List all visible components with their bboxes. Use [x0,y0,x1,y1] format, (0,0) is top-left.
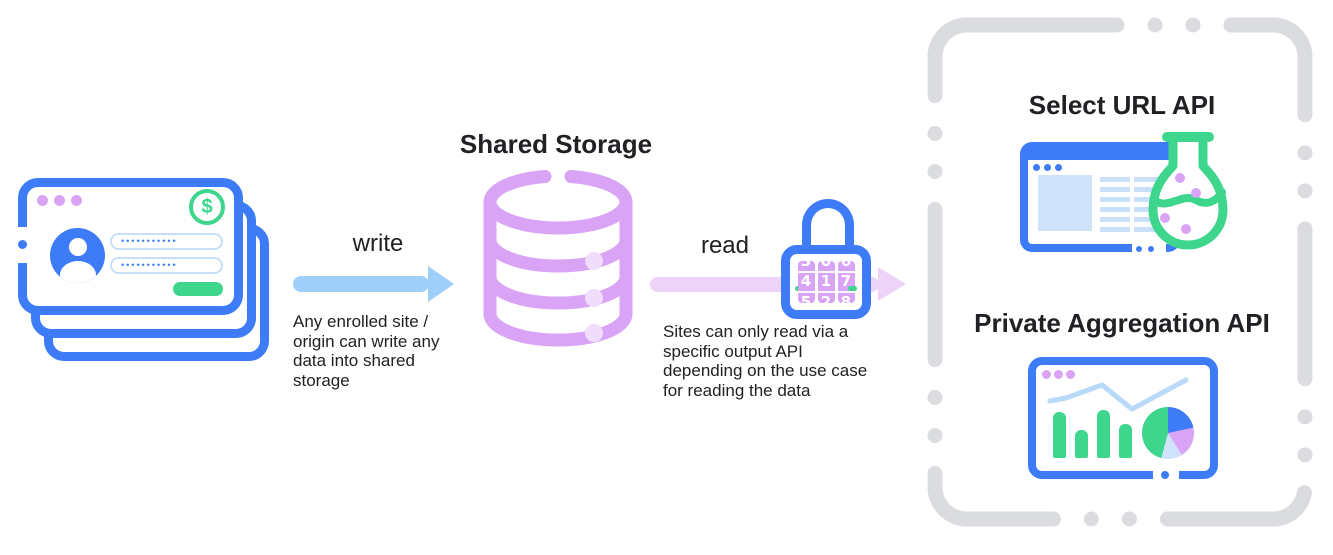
browser-text-line [1134,197,1164,202]
dial-digit: 5 [800,293,812,304]
combination-lock-icon: 3 4 5 0 1 2 6 7 8 [781,199,871,321]
browser-text-line [1100,177,1130,182]
write-arrow [293,276,429,292]
dial-digit: 6 [840,261,852,270]
bar-chart-bar [1053,412,1066,458]
read-arrow-head [878,267,906,301]
lock-dial-2: 0 1 2 [817,261,835,304]
flask-icon [1148,132,1228,250]
lock-dash-right [848,285,857,291]
password-field-1: ••••••••••• [110,233,223,250]
write-arrow-head [428,266,454,302]
select-url-browser-icon [1020,142,1180,252]
border-dot-decoration [1148,245,1154,252]
bar-chart-bar [1119,424,1132,458]
lock-dial-3: 6 7 8 [837,261,855,304]
read-caption: Sites can only read via a specific outpu… [663,322,868,400]
dial-digit: 8 [840,293,852,304]
dial-digit: 2 [820,293,832,304]
border-dot-decoration [18,240,27,249]
window-control-dot [1054,370,1063,379]
browser-dot [1055,164,1062,171]
line-chart-icon [1047,377,1189,412]
avatar-shoulders [59,261,96,283]
border-dot-decoration [1161,470,1169,479]
read-label: read [700,232,750,259]
window-control-dot [71,195,82,206]
write-label: write [352,230,404,257]
browser-text-line [1134,217,1164,222]
browser-text-line [1134,227,1164,232]
border-dot-decoration [1136,245,1142,252]
private-aggregation-api-title: Private Aggregation API [974,308,1270,338]
dial-digit: 7 [840,272,852,290]
lock-shackle [802,199,854,255]
browser-text-line [1134,177,1164,182]
dial-digit: 3 [800,261,812,270]
password-dots: ••••••••••• [121,260,178,270]
dollar-icon: $ [189,189,225,225]
dial-digit: 1 [820,272,832,290]
bar-chart-bar [1097,410,1110,458]
output-apis-dashed-border [927,17,1313,527]
browser-text-line [1100,207,1130,212]
lock-dial-1: 3 4 5 [797,261,815,304]
window-control-dot [1066,370,1075,379]
browser-window-front: $ ••••••••••• ••••••••••• [18,178,243,315]
browser-text-line [1100,217,1130,222]
window-control-dot [54,195,65,206]
lock-body: 3 4 5 0 1 2 6 7 8 [781,245,871,319]
select-url-api-title: Select URL API [1028,90,1216,120]
browser-dot [1033,164,1040,171]
write-caption: Any enrolled site / origin can write any… [293,312,440,390]
password-dots: ••••••••••• [121,236,178,246]
pie-chart-icon [1142,407,1194,459]
browser-title-bar [1028,150,1172,160]
dollar-glyph: $ [201,195,213,218]
browser-text-line [1100,187,1130,192]
submit-button-shape [173,282,223,296]
dial-digit: 4 [800,272,812,290]
browser-text-line [1100,197,1130,202]
browser-content-block [1038,175,1092,231]
window-control-dot [1042,370,1051,379]
browser-text-line [1100,227,1130,232]
window-control-dot [37,195,48,206]
dial-digit: 0 [820,261,832,270]
bar-chart-bar [1075,430,1088,458]
password-field-2: ••••••••••• [110,257,223,274]
browser-text-line [1134,187,1164,192]
private-aggregation-dashboard-icon [1028,357,1218,479]
browser-dot [1044,164,1051,171]
shared-storage-title: Shared Storage [459,129,653,159]
avatar-head [68,238,87,256]
user-avatar-icon [50,228,105,283]
database-icon [483,170,633,347]
